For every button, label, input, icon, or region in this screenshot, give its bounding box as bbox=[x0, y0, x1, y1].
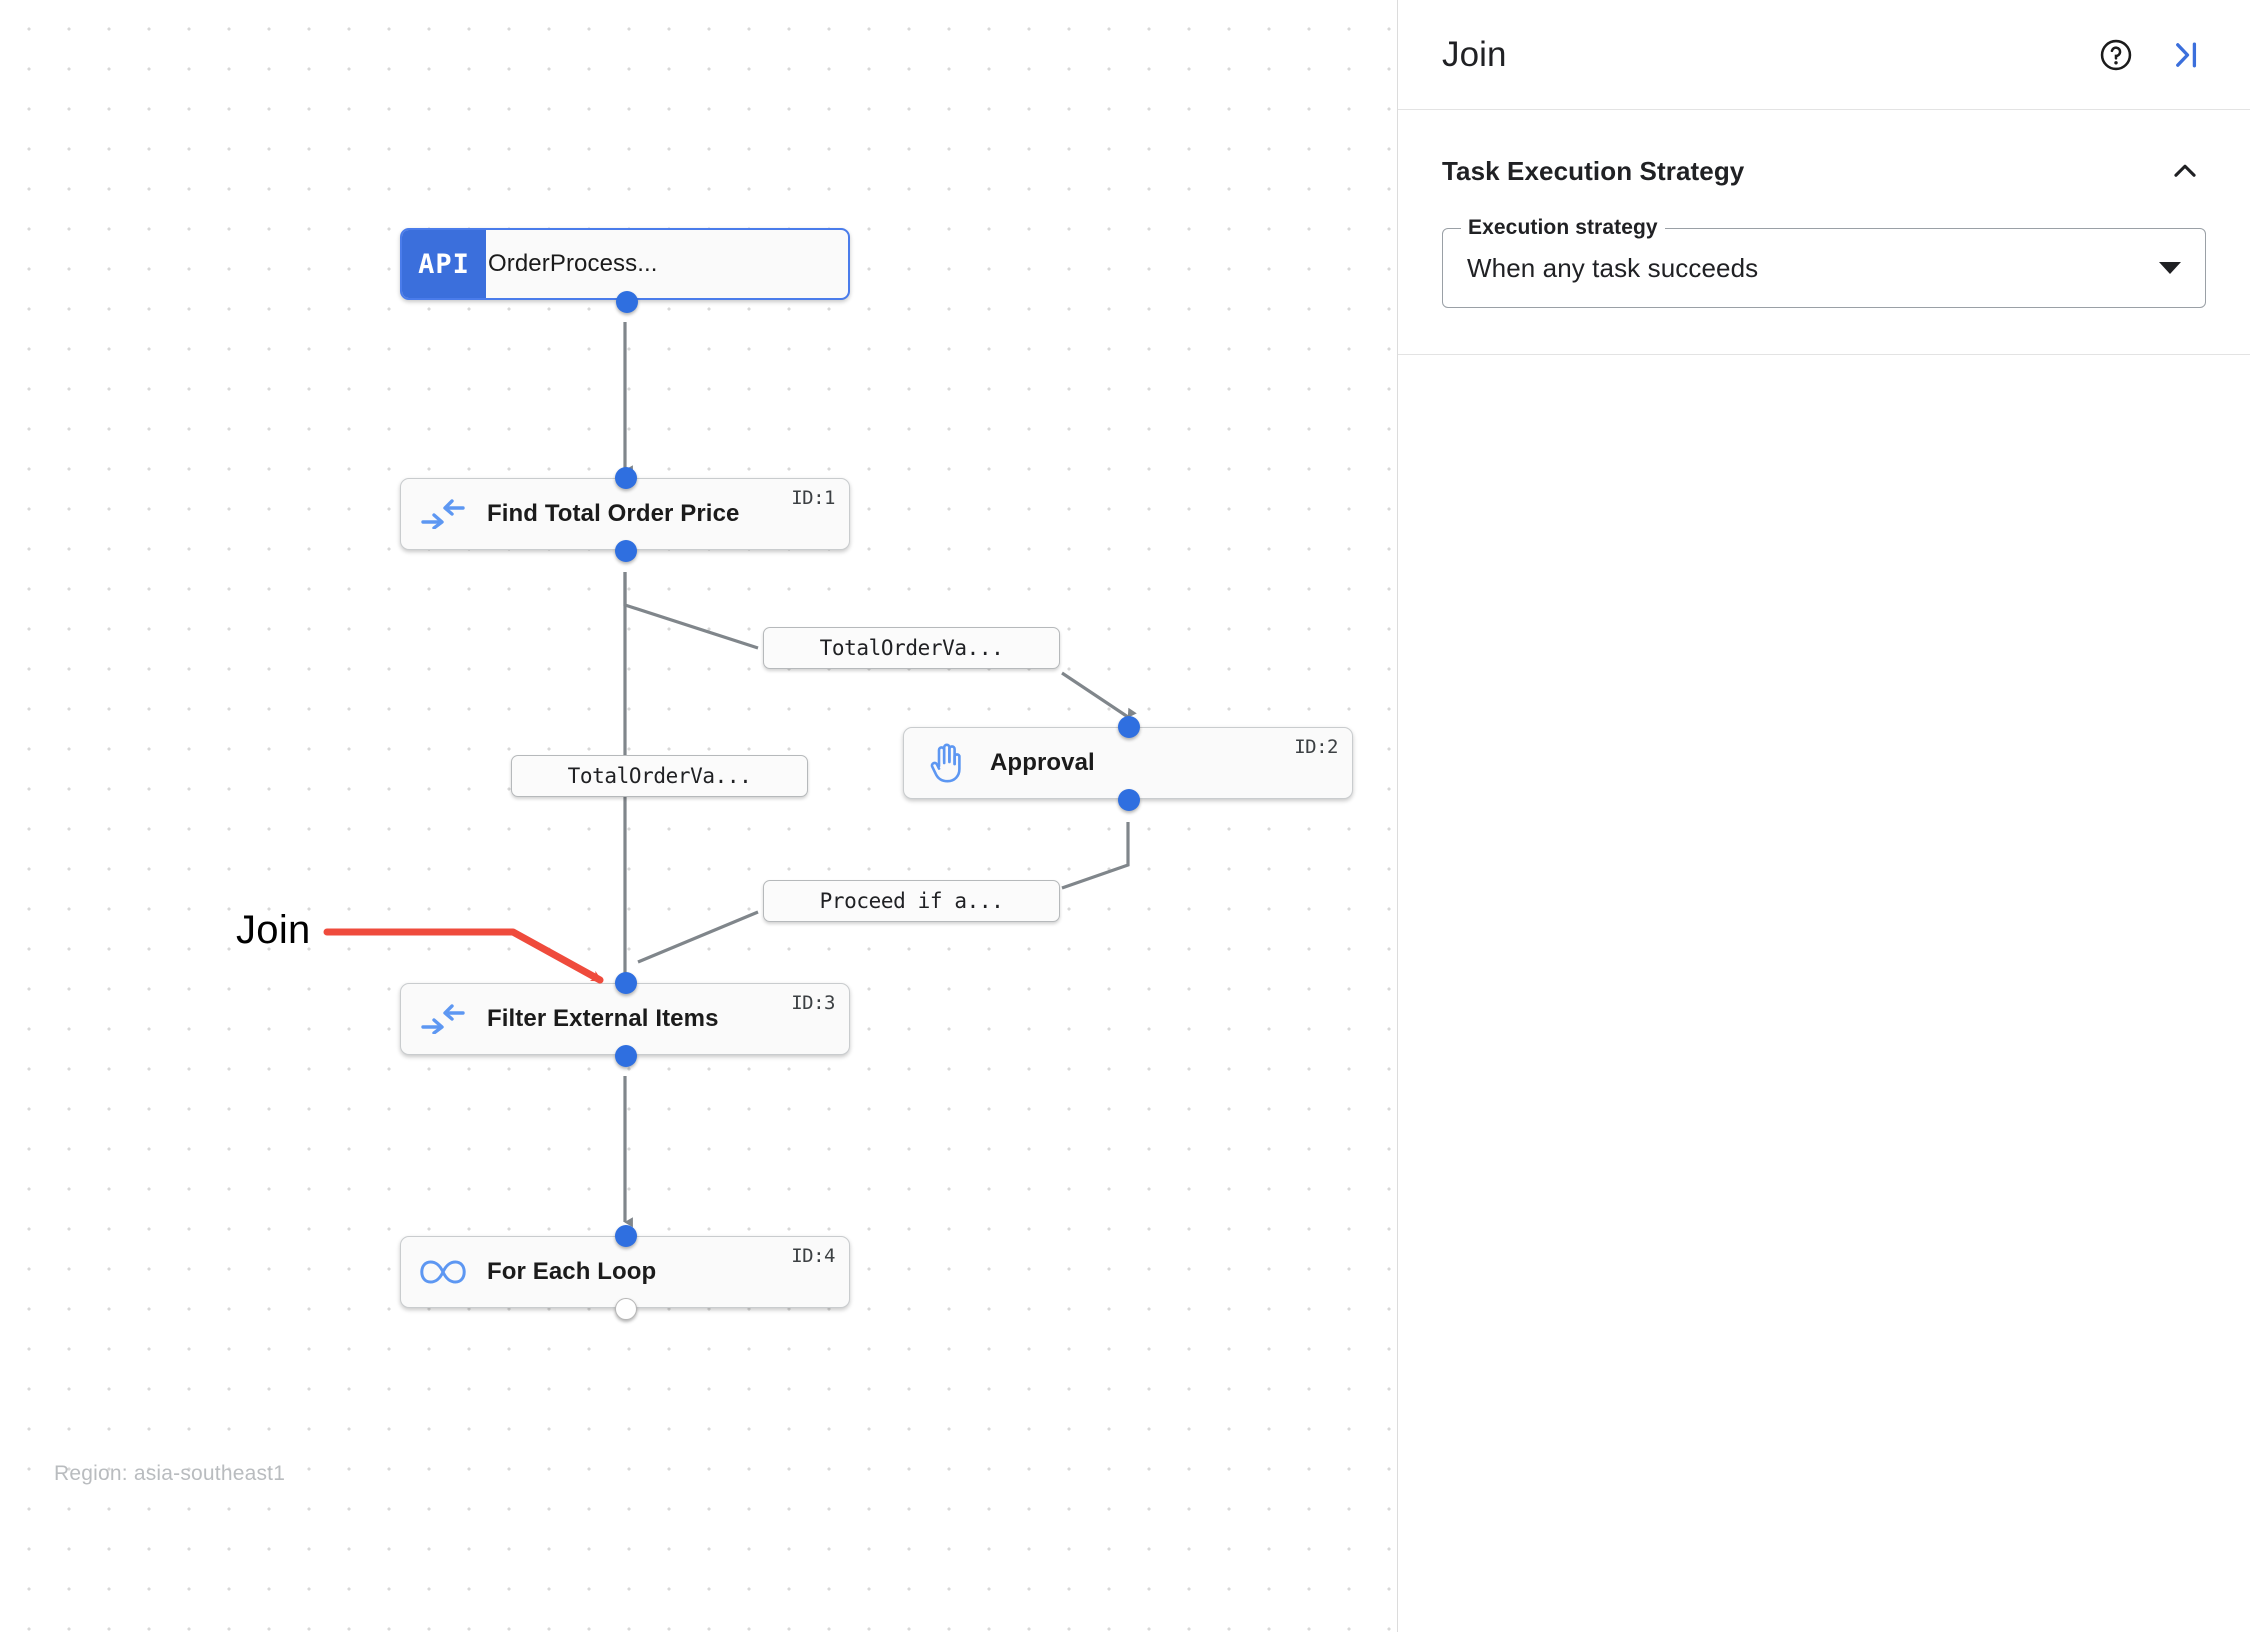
infinity-loop-icon bbox=[401, 1237, 485, 1307]
node-output-port[interactable] bbox=[616, 291, 638, 313]
edge-label-text: Proceed if a... bbox=[819, 889, 1004, 913]
node-id-label: ID:3 bbox=[791, 992, 835, 1014]
node-order-process[interactable]: API OrderProcess... bbox=[400, 228, 850, 313]
task-execution-strategy-section: Task Execution Strategy Execution strate… bbox=[1398, 110, 2250, 355]
node-title: OrderProcess... bbox=[488, 250, 658, 277]
edge-label-text: TotalOrderVa... bbox=[567, 764, 752, 788]
node-title: Filter External Items bbox=[487, 1005, 719, 1032]
node-title: For Each Loop bbox=[487, 1258, 657, 1285]
node-title: Approval bbox=[990, 749, 1095, 776]
node-id-label: ID:2 bbox=[1294, 736, 1338, 758]
raised-hand-icon bbox=[904, 728, 988, 798]
node-for-each-loop[interactable]: For Each Loop ID:4 bbox=[400, 1225, 850, 1320]
caret-down-icon[interactable] bbox=[2159, 262, 2181, 274]
collapse-panel-right-icon[interactable] bbox=[2162, 31, 2210, 79]
execution-strategy-label: Execution strategy bbox=[1461, 216, 1665, 240]
edge-label-text: TotalOrderVa... bbox=[819, 636, 1004, 660]
node-input-port[interactable] bbox=[615, 1225, 637, 1247]
api-badge-icon: API bbox=[402, 230, 486, 298]
node-output-port[interactable] bbox=[615, 1298, 637, 1320]
chevron-up-icon[interactable] bbox=[2164, 150, 2206, 192]
node-output-port[interactable] bbox=[615, 540, 637, 562]
merge-arrows-icon bbox=[401, 984, 485, 1054]
node-id-label: ID:1 bbox=[791, 487, 835, 509]
node-input-port[interactable] bbox=[615, 972, 637, 994]
node-approval[interactable]: Approval ID:2 bbox=[903, 716, 1353, 811]
edge-label-proceed-if-approved[interactable]: Proceed if a... bbox=[763, 880, 1060, 922]
node-title: Find Total Order Price bbox=[487, 500, 740, 527]
edge-label-total-order-value-filter[interactable]: TotalOrderVa... bbox=[511, 755, 808, 797]
execution-strategy-value: When any task succeeds bbox=[1467, 252, 1759, 283]
section-header[interactable]: Task Execution Strategy bbox=[1442, 150, 2206, 192]
node-find-total-order-price[interactable]: Find Total Order Price ID:1 bbox=[400, 467, 850, 562]
api-badge-text: API bbox=[418, 248, 470, 280]
section-title: Task Execution Strategy bbox=[1442, 155, 1745, 186]
merge-arrows-icon bbox=[401, 479, 485, 549]
annotation-label: Join bbox=[236, 908, 311, 952]
properties-panel: Join Task Execution Strategy bbox=[1398, 0, 2250, 1632]
panel-title: Join bbox=[1442, 34, 1507, 74]
edge-label-total-order-value-approval[interactable]: TotalOrderVa... bbox=[763, 627, 1060, 669]
node-output-port[interactable] bbox=[615, 1045, 637, 1067]
execution-strategy-select[interactable]: Execution strategy When any task succeed… bbox=[1442, 216, 2206, 308]
help-circle-icon[interactable] bbox=[2092, 31, 2140, 79]
node-filter-external-items[interactable]: Filter External Items ID:3 bbox=[400, 972, 850, 1067]
node-output-port[interactable] bbox=[1118, 789, 1140, 811]
node-input-port[interactable] bbox=[1118, 716, 1140, 738]
node-input-port[interactable] bbox=[615, 467, 637, 489]
node-id-label: ID:4 bbox=[791, 1245, 835, 1267]
region-label: Region: asia-southeast1 bbox=[54, 1462, 286, 1485]
panel-header: Join bbox=[1398, 0, 2250, 110]
workflow-canvas[interactable]: API OrderProcess... Find Total Order Pri… bbox=[0, 0, 1397, 1632]
canvas-panel-divider bbox=[1397, 0, 1398, 1632]
